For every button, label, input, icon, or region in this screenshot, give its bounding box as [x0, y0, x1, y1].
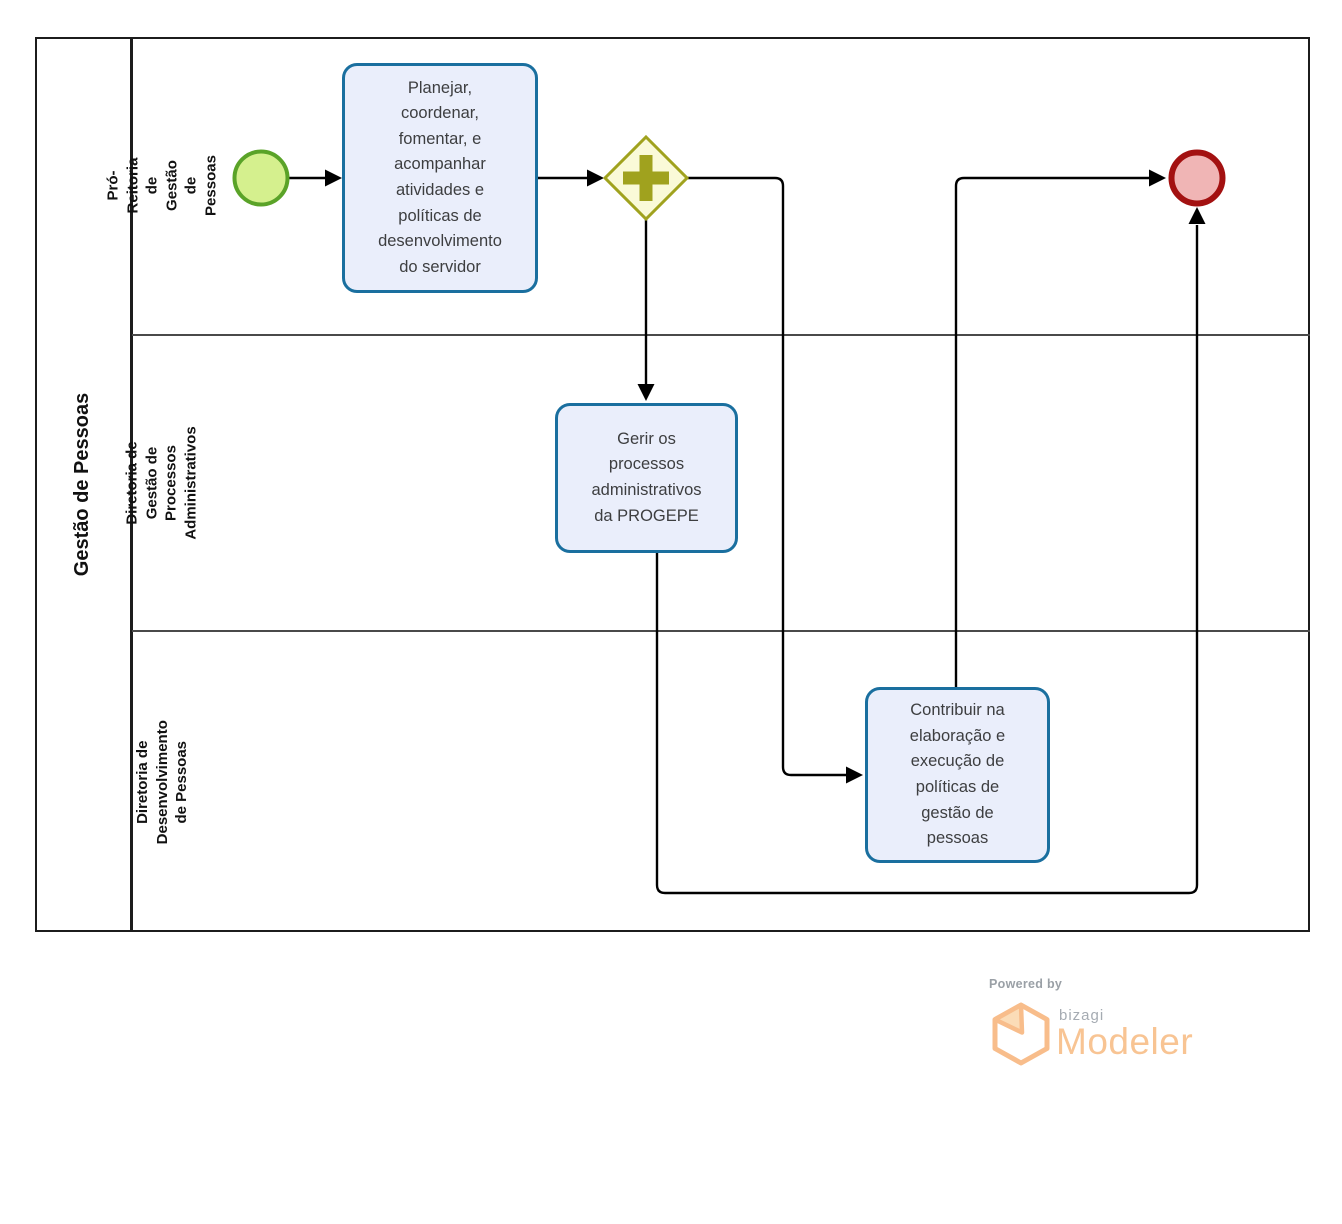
plus-icon — [623, 155, 669, 201]
end-event[interactable] — [1168, 149, 1226, 207]
pool-border — [35, 37, 1310, 932]
bizagi-wordmark: bizagi — [1059, 1007, 1105, 1024]
task-label: Gerir os processos administrativos da PR… — [591, 429, 702, 525]
pool-label-divider — [130, 37, 133, 932]
task-label: Planejar, coordenar, fomentar, e acompan… — [378, 78, 502, 276]
parallel-gateway[interactable] — [602, 134, 690, 222]
arrowhead — [1188, 207, 1206, 224]
powered-by-text: Powered by — [989, 977, 1063, 991]
flow-gateway-to-task3[interactable] — [687, 176, 848, 777]
modeler-wordmark: Modeler — [1056, 1021, 1194, 1062]
task-planejar[interactable]: Planejar, coordenar, fomentar, e acompan… — [342, 63, 538, 293]
lane-divider — [132, 630, 1310, 632]
arrowhead — [587, 169, 604, 187]
arrowhead — [637, 384, 655, 401]
task-label: Contribuir na elaboração e execução de p… — [909, 701, 1006, 848]
bizagi-logo-icon — [992, 1002, 1050, 1066]
arrowhead — [325, 169, 342, 187]
arrowhead — [846, 766, 863, 784]
task-gerir[interactable]: Gerir os processos administrativos da PR… — [555, 403, 738, 553]
task-contribuir[interactable]: Contribuir na elaboração e execução de p… — [865, 687, 1050, 863]
start-event[interactable] — [232, 149, 290, 207]
lane-divider — [132, 334, 1310, 336]
arrowhead — [1149, 169, 1166, 187]
flow-task2-to-end[interactable] — [655, 225, 1199, 895]
flow-task3-to-end[interactable] — [954, 176, 1150, 687]
